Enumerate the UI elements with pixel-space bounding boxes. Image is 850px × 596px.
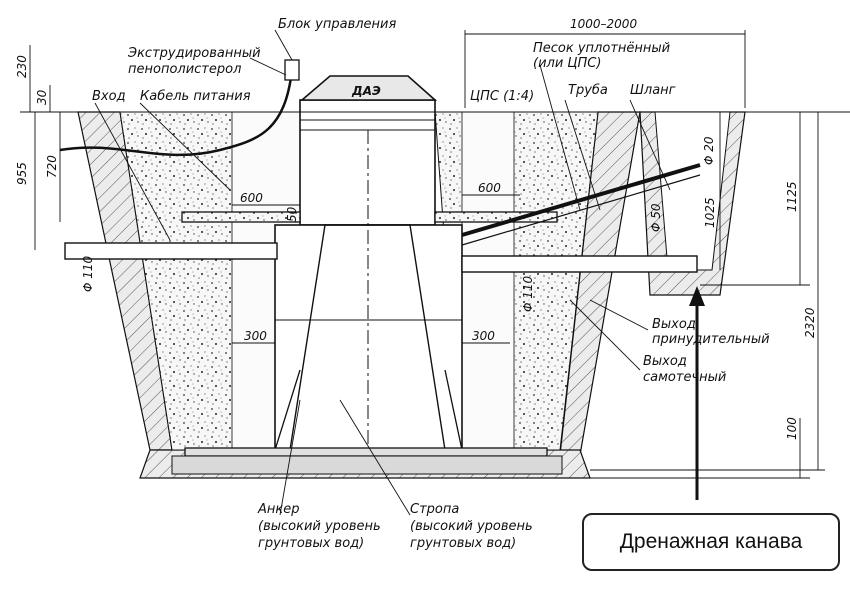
power-cable: [59, 69, 294, 157]
outlet-pipe-forced: [461, 163, 701, 237]
label-anchor-2: (высокий уровень: [258, 519, 381, 534]
label-foam-2: пенополистерол: [128, 62, 241, 77]
label-hose: Шланг: [630, 83, 676, 98]
dim-30: 30: [35, 89, 49, 105]
dim-50: 50: [285, 206, 299, 222]
dim-phi20: Φ 20: [702, 136, 716, 165]
label-sand-1: Песок уплотнённый: [533, 41, 670, 56]
base-plate: [184, 447, 548, 457]
dim-720: 720: [45, 155, 59, 178]
label-sand-2: (или ЦПС): [533, 56, 601, 71]
foam-board-left: [181, 211, 301, 223]
anchor-plate: [171, 455, 563, 475]
label-sling-1: Стропа: [410, 502, 459, 517]
svg-text:ДАЭ: ДАЭ: [351, 84, 381, 98]
callout-text: Дренажная канава: [619, 530, 803, 553]
dim-300-left: 300: [244, 329, 267, 343]
drainage-ditch-callout: Дренажная канава: [582, 513, 840, 571]
label-cps: ЦПС (1:4): [470, 89, 534, 104]
label-sling-2: (высокий уровень: [410, 519, 533, 534]
dim-1125: 1125: [785, 181, 799, 212]
label-anchor-1: Анкер: [257, 502, 300, 517]
label-out-forced-1: Выход: [652, 317, 696, 332]
dim-955: 955: [15, 162, 29, 185]
inlet-pipe: [64, 242, 278, 260]
dim-300-right: 300: [472, 329, 495, 343]
label-power-cable: Кабель питания: [140, 89, 251, 104]
dim-230: 230: [15, 55, 29, 78]
tank-lid: [299, 75, 438, 101]
dim-600-left: 600: [240, 191, 263, 205]
label-foam-1: Экструдированный: [127, 46, 261, 61]
outlet-pipe-gravity: [461, 255, 698, 273]
dim-600-right: 600: [478, 181, 501, 195]
label-control-unit: Блок управления: [278, 17, 396, 32]
label-out-gravity-2: самотечный: [643, 370, 726, 385]
dim-1025: 1025: [703, 197, 717, 228]
sand-column-right: [461, 111, 515, 451]
label-out-gravity-1: Выход: [643, 354, 687, 369]
label-pipe: Труба: [568, 83, 608, 98]
dim-100: 100: [785, 417, 799, 440]
dim-2320: 2320: [803, 307, 817, 338]
control-unit: [284, 59, 300, 81]
dim-110-left: Φ 110: [81, 255, 95, 292]
label-inlet: Вход: [92, 89, 126, 104]
label-sling-3: грунтовых вод): [410, 536, 516, 551]
dim-phi50: Φ 50: [649, 203, 663, 232]
label-out-forced-2: принудительный: [652, 332, 770, 347]
dim-110-right: Φ 110: [521, 275, 535, 312]
dim-1000-2000: 1000–2000: [570, 17, 637, 31]
label-anchor-3: грунтовых вод): [258, 536, 364, 551]
